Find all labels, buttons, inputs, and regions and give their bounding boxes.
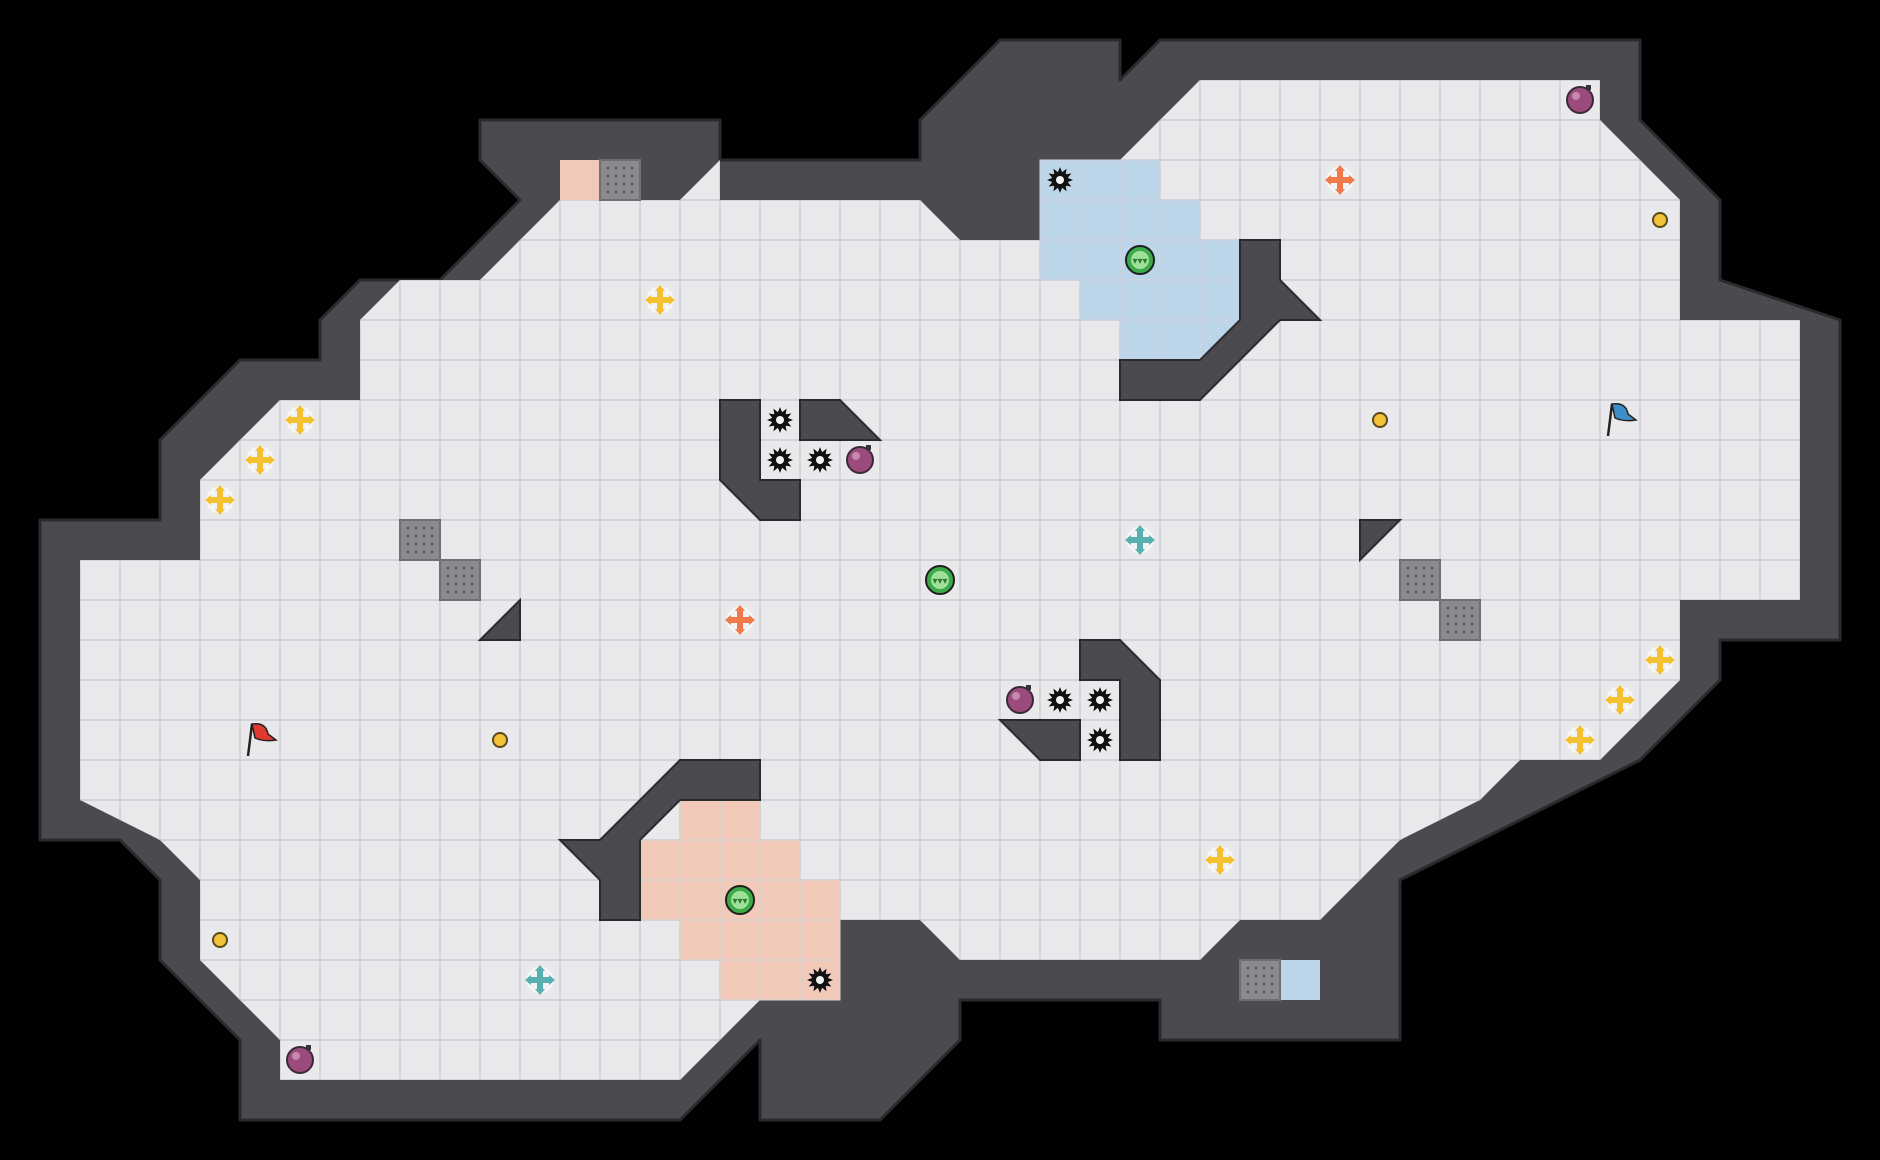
- blue-flag-icon: [1606, 402, 1638, 437]
- blue-team-zone-tile: [1159, 279, 1201, 321]
- blue-team-zone-tile: [1159, 239, 1201, 281]
- svg-text:▾▾▾: ▾▾▾: [932, 576, 947, 587]
- boost-icon: [1605, 685, 1635, 715]
- boost-icon: [1125, 525, 1155, 555]
- interior-wall: [477, 597, 521, 641]
- interior-wall: [1359, 519, 1403, 563]
- red-team-zone-tile: [759, 959, 801, 1001]
- spike-icon: [1087, 727, 1113, 753]
- boost-icon: [1645, 645, 1675, 675]
- boost-icon: [1205, 845, 1235, 875]
- powerup-icon: [212, 932, 228, 948]
- interior-wall: [997, 719, 1081, 761]
- spike-icon: [807, 967, 833, 993]
- spike-icon: [767, 407, 793, 433]
- boost-icon: [1565, 725, 1595, 755]
- blue-team-zone-tile: [1199, 239, 1241, 281]
- interior-wall: [719, 399, 801, 521]
- gate-tile: [1439, 599, 1481, 641]
- red-team-zone-tile: [719, 839, 761, 881]
- red-team-zone-tile: [679, 919, 721, 961]
- gate-tile: [599, 159, 641, 201]
- red-team-zone-tile: [679, 799, 721, 841]
- red-team-zone-tile: [759, 919, 801, 961]
- spike-icon: [1047, 687, 1073, 713]
- blue-team-zone-tile: [1079, 199, 1121, 241]
- bomb-icon: [1566, 85, 1594, 114]
- blue-team-zone-tile: [1159, 319, 1201, 361]
- gate-tile: [1399, 559, 1441, 601]
- boost-icon: [645, 285, 675, 315]
- interior-wall: [1079, 639, 1161, 761]
- red-team-zone: [639, 799, 841, 1001]
- red-team-zone-tile: [639, 839, 681, 881]
- red-team-zone-tile: [719, 959, 761, 1001]
- red-flag-icon: [246, 722, 278, 757]
- powerup-icon: [1372, 412, 1388, 428]
- svg-text:▾▾▾: ▾▾▾: [732, 896, 747, 907]
- blue-team-zone-tile: [1159, 199, 1201, 241]
- interior-wall: [1119, 239, 1323, 401]
- boost-icon: [245, 445, 275, 475]
- red-alcove-tile: [560, 160, 600, 200]
- spike-icon: [1047, 167, 1073, 193]
- speed-pad-icon: ▾▾▾: [925, 565, 955, 595]
- red-team-zone-tile: [759, 839, 801, 881]
- gate-tile: [1239, 959, 1281, 1001]
- red-team-zone-tile: [799, 919, 841, 961]
- bomb-icon: [846, 445, 874, 474]
- boost-icon: [285, 405, 315, 435]
- blue-team-zone: [1039, 159, 1241, 361]
- red-team-zone-tile: [719, 919, 761, 961]
- spike-icon: [767, 447, 793, 473]
- red-team-zone-tile: [799, 879, 841, 921]
- blue-team-zone-tile: [1119, 319, 1161, 361]
- powerup-icon: [492, 732, 508, 748]
- blue-team-zone-tile: [1199, 279, 1241, 321]
- blue-team-zone-tile: [1079, 239, 1121, 281]
- gate-tile: [439, 559, 481, 601]
- interior-wall: [557, 759, 761, 921]
- boost-icon: [1325, 165, 1355, 195]
- blue-team-zone-tile: [1119, 279, 1161, 321]
- blue-alcove-tile: [1280, 960, 1320, 1000]
- powerup-icon: [1652, 212, 1668, 228]
- red-team-zone-tile: [679, 879, 721, 921]
- boost-icon: [205, 485, 235, 515]
- boost-icon: [725, 605, 755, 635]
- bomb-icon: [286, 1045, 314, 1074]
- red-team-zone-tile: [759, 879, 801, 921]
- blue-team-zone-tile: [1039, 199, 1081, 241]
- blue-team-zone-tile: [1039, 239, 1081, 281]
- blue-team-zone-tile: [1119, 159, 1161, 201]
- blue-team-zone-tile: [1079, 159, 1121, 201]
- spike-icon: [807, 447, 833, 473]
- speed-pad-icon: ▾▾▾: [725, 885, 755, 915]
- svg-text:▾▾▾: ▾▾▾: [1132, 256, 1147, 267]
- gate-tile: [399, 519, 441, 561]
- interior-wall: [799, 399, 883, 441]
- spike-icon: [1087, 687, 1113, 713]
- blue-team-zone-tile: [1119, 199, 1161, 241]
- red-team-zone-tile: [719, 799, 761, 841]
- red-team-zone-tile: [679, 839, 721, 881]
- red-team-zone-tile: [639, 879, 681, 921]
- bomb-icon: [1006, 685, 1034, 714]
- speed-pad-icon: ▾▾▾: [1125, 245, 1155, 275]
- boost-icon: [525, 965, 555, 995]
- blue-team-zone-tile: [1079, 279, 1121, 321]
